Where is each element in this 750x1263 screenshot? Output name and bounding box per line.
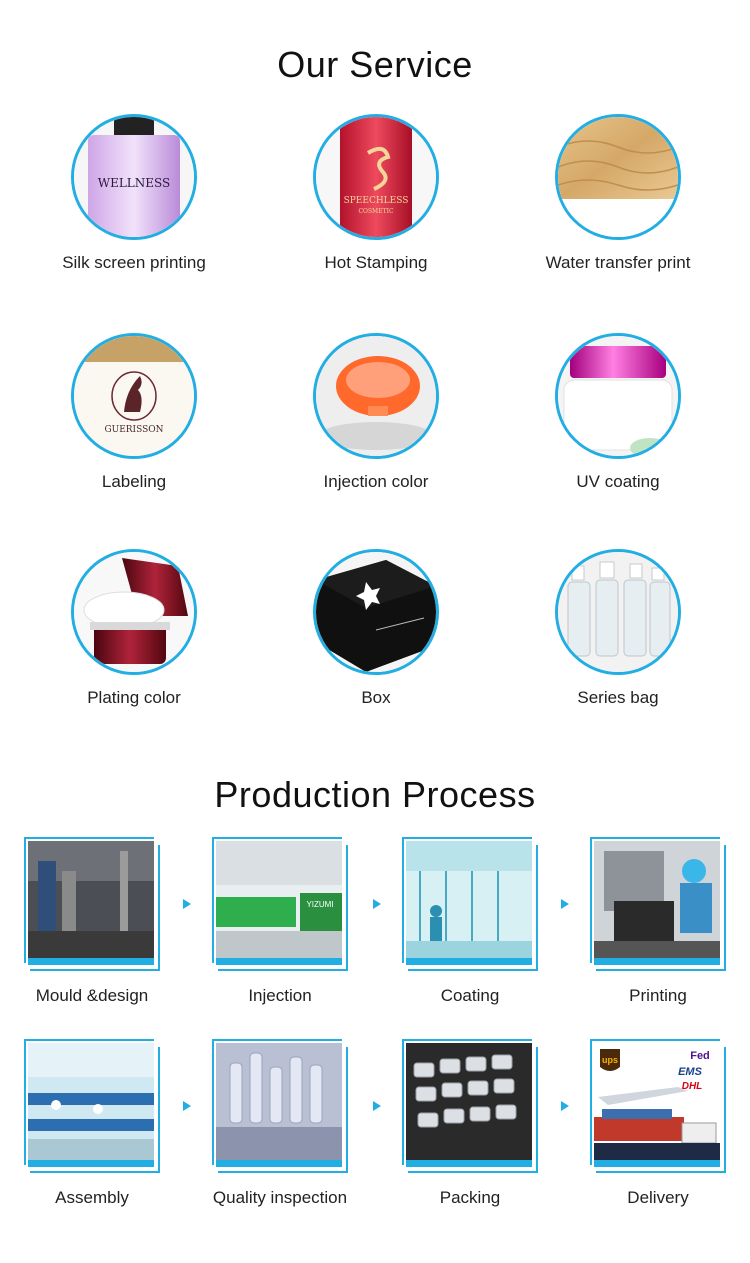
mould-design-image <box>28 841 154 965</box>
silk-screen-image: WELLNESS <box>71 114 197 240</box>
speechless-logo-text: SPEECHLESS <box>344 196 409 206</box>
service-label: Silk screen printing <box>62 253 206 272</box>
process-step-injection: YIZUMI Injection <box>205 837 355 1006</box>
service-item-plating-color: Plating color <box>34 549 234 708</box>
process-step-delivery: ups Fed EMS DHL Delivery <box>583 1039 733 1208</box>
arrow-right-icon <box>183 1101 191 1111</box>
service-label: Series bag <box>577 688 659 707</box>
series-bag-image <box>555 549 681 675</box>
service-label: Plating color <box>87 688 181 707</box>
process-label: Assembly <box>55 1188 129 1207</box>
plating-color-image <box>71 549 197 675</box>
arrow-right-icon <box>183 899 191 909</box>
service-title: Our Service <box>277 44 473 85</box>
process-step-mould-design: Mould &design <box>17 837 167 1006</box>
injection-image: YIZUMI <box>216 841 342 965</box>
service-item-injection-color: Injection color <box>276 333 476 492</box>
fedex-logo-text: Fed <box>690 1050 710 1062</box>
hot-stamping-image: SPEECHLESS COSMETIC <box>313 114 439 240</box>
yizumi-sign-text: YIZUMI <box>306 900 333 909</box>
uv-coating-image <box>555 333 681 459</box>
injection-color-image <box>313 333 439 459</box>
process-label: Quality inspection <box>212 1188 348 1207</box>
process-label: Delivery <box>627 1188 689 1207</box>
process-step-packing: Packing <box>395 1039 545 1208</box>
printing-image <box>594 841 720 965</box>
process-label: Packing <box>439 1188 501 1207</box>
water-transfer-image <box>555 114 681 240</box>
arrow-right-icon <box>373 899 381 909</box>
ems-logo-text: EMS <box>678 1066 703 1078</box>
quality-inspection-image <box>216 1043 342 1167</box>
labeling-image: GUERISSON <box>71 333 197 459</box>
arrow-right-icon <box>561 899 569 909</box>
service-label: Labeling <box>101 472 167 491</box>
arrow-right-icon <box>373 1101 381 1111</box>
service-item-series-bag: Series bag <box>518 549 718 708</box>
process-step-coating: Coating <box>395 837 545 1006</box>
service-label: Injection color <box>323 472 429 491</box>
process-label: Printing <box>629 986 687 1005</box>
process-step-printing: Printing <box>583 837 733 1006</box>
process-label: Mould &design <box>35 986 149 1005</box>
guerisson-logo-text: GUERISSON <box>104 425 163 435</box>
process-label: Coating <box>440 986 500 1005</box>
coating-image <box>406 841 532 965</box>
service-label: UV coating <box>576 472 660 491</box>
arrow-right-icon <box>561 1101 569 1111</box>
service-item-hot-stamping: SPEECHLESS COSMETIC Hot Stamping <box>276 114 476 273</box>
process-title: Production Process <box>214 774 536 815</box>
dhl-logo-text: DHL <box>682 1081 703 1092</box>
process-label: Injection <box>248 986 312 1005</box>
service-item-uv-coating: UV coating <box>518 333 718 492</box>
wellness-logo-text: WELLNESS <box>98 176 171 190</box>
process-step-quality-inspection: Quality inspection <box>205 1039 355 1208</box>
service-label: Hot Stamping <box>324 253 428 272</box>
delivery-image: ups Fed EMS DHL <box>594 1043 720 1167</box>
service-label: Box <box>361 688 391 707</box>
assembly-image <box>28 1043 154 1167</box>
box-image <box>313 549 439 675</box>
speechless-logo-sub: COSMETIC <box>358 208 394 215</box>
ups-logo-text: ups <box>602 1055 618 1065</box>
service-item-box: Box <box>276 549 476 708</box>
service-item-water-transfer: Water transfer print <box>518 114 718 273</box>
service-item-silk-screen: WELLNESS Silk screen printing <box>34 114 234 273</box>
packing-image <box>406 1043 532 1167</box>
service-label: Water transfer print <box>545 253 691 272</box>
process-step-assembly: Assembly <box>17 1039 167 1208</box>
service-item-labeling: GUERISSON Labeling <box>34 333 234 492</box>
